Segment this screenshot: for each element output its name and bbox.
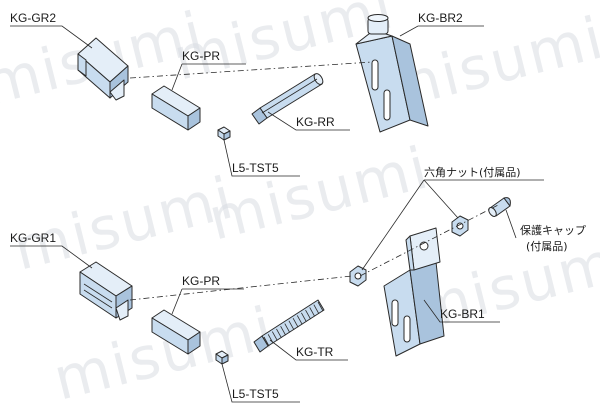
kg-tr-thread bbox=[263, 336, 270, 347]
label-l5-tst5-bottom: L5-TST5 bbox=[232, 387, 279, 401]
kg-tr-thread bbox=[317, 301, 324, 312]
kg-tr-thread bbox=[309, 307, 316, 317]
leader-l5-tst5-top bbox=[223, 139, 300, 177]
label-kg-pr-bottom: KG-PR bbox=[182, 274, 220, 288]
watermark-text-5: misumi bbox=[202, 133, 436, 253]
leader-hex-nut-b bbox=[361, 179, 425, 271]
label-kg-br1: KG-BR1 bbox=[440, 307, 485, 321]
label-kg-rr: KG-RR bbox=[296, 115, 335, 129]
leader-hex-nut-a bbox=[423, 179, 459, 219]
kg-br1-part bbox=[383, 227, 445, 357]
leader-protective-cap bbox=[505, 209, 517, 239]
leader-kg-br1 bbox=[423, 299, 500, 323]
leader-kg-gr2 bbox=[10, 25, 93, 49]
kg-br2-part bbox=[355, 14, 429, 133]
label-kg-gr1: KG-GR1 bbox=[10, 231, 56, 245]
label-kg-tr: KG-TR bbox=[296, 345, 334, 359]
kg-tr-thread bbox=[288, 320, 295, 331]
kg-tr-thread bbox=[271, 331, 278, 341]
label-kg-pr-top: KG-PR bbox=[182, 49, 220, 63]
leader-kg-rr bbox=[267, 111, 350, 131]
kg-tr-thread bbox=[292, 317, 299, 328]
leader-kg-pr-top bbox=[171, 63, 183, 91]
label-l5-tst5-top: L5-TST5 bbox=[232, 161, 279, 175]
kg-tr-thread bbox=[280, 326, 286, 336]
kg-tr-part bbox=[253, 299, 325, 353]
l5-tst5-top-part bbox=[217, 126, 231, 141]
leader-kg-br2 bbox=[399, 25, 484, 37]
kg-gr1-part bbox=[79, 261, 133, 321]
leader-kg-pr-bottom bbox=[171, 288, 183, 315]
hex-nut-lower-part bbox=[349, 265, 367, 287]
hex-nut-accessory-part bbox=[451, 215, 469, 237]
kg-tr-thread bbox=[284, 323, 291, 333]
kg-tr-thread bbox=[276, 328, 282, 339]
kg-pr-bottom-part bbox=[151, 309, 201, 355]
label-kg-gr2: KG-GR2 bbox=[10, 11, 56, 25]
leader-kg-tr bbox=[269, 339, 348, 361]
kg-rr-part bbox=[251, 73, 324, 125]
label-protective-cap-line2: (付属品) bbox=[526, 240, 568, 253]
kg-gr2-part bbox=[77, 37, 129, 101]
label-hex-nut: 六角ナット(付属品) bbox=[424, 166, 521, 179]
leader-l5-tst5-bottom bbox=[221, 363, 300, 403]
kg-tr-thread bbox=[301, 312, 307, 322]
label-protective-cap-line1: 保護キャップ bbox=[520, 223, 586, 237]
kg-tr-thread bbox=[296, 315, 303, 325]
watermark-text-4: misumi bbox=[7, 163, 241, 283]
kg-tr-thread bbox=[313, 304, 320, 314]
bottom-assembly-axis bbox=[129, 275, 353, 301]
label-kg-br2: KG-BR2 bbox=[418, 11, 463, 25]
nut-to-cap-axis bbox=[359, 203, 501, 277]
kg-pr-top-part bbox=[151, 85, 201, 131]
leader-kg-gr1 bbox=[10, 245, 93, 269]
protective-cap-part bbox=[488, 197, 511, 217]
kg-tr-thread bbox=[305, 309, 311, 320]
